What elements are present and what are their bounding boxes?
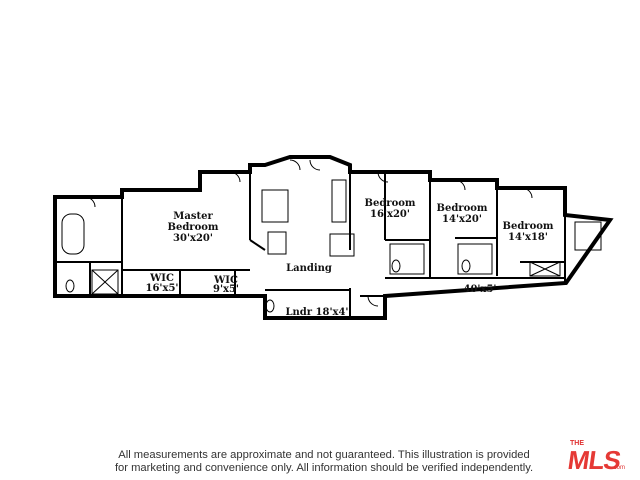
bedroom-1-size: 16'x20' bbox=[370, 209, 410, 220]
wic-1-label: WIC bbox=[149, 273, 174, 284]
mls-logo: THE MLS .com bbox=[565, 440, 626, 476]
bedroom-3-size: 14'x18' bbox=[508, 232, 548, 243]
wic-2-label: WIC bbox=[213, 275, 238, 286]
bedroom-2-label: Bedroom bbox=[437, 203, 488, 214]
master-bedroom-label: Master bbox=[173, 211, 213, 222]
hall-label: 40'x5' bbox=[464, 284, 497, 295]
mls-logo-main: MLS bbox=[565, 445, 623, 475]
master-bedroom-size: 30'x20' bbox=[173, 233, 213, 244]
disclaimer-line-2: for marketing and convenience only. All … bbox=[114, 461, 534, 474]
disclaimer: All measurements are approximate and not… bbox=[96, 449, 552, 474]
bedroom-3-label: Bedroom bbox=[503, 221, 554, 232]
mls-logo-the: THE bbox=[570, 440, 584, 447]
fixtures bbox=[61, 159, 602, 313]
bedroom-1-label: Bedroom bbox=[365, 198, 416, 209]
landing-label: Landing bbox=[286, 263, 332, 274]
mls-logo-com: .com bbox=[612, 465, 626, 471]
wic-1-size: 16'x5' bbox=[146, 283, 179, 294]
bedroom-2-size: 14'x20' bbox=[442, 214, 482, 225]
laundry-label: Lndr 18'x4' bbox=[285, 307, 348, 318]
interior-walls bbox=[55, 172, 566, 318]
master-bedroom-label-line2: Bedroom bbox=[168, 222, 219, 233]
exterior-wall bbox=[53, 155, 614, 320]
wic-2-size: 9'x5' bbox=[213, 284, 239, 295]
disclaimer-line-1: All measurements are approximate and not… bbox=[118, 449, 530, 461]
